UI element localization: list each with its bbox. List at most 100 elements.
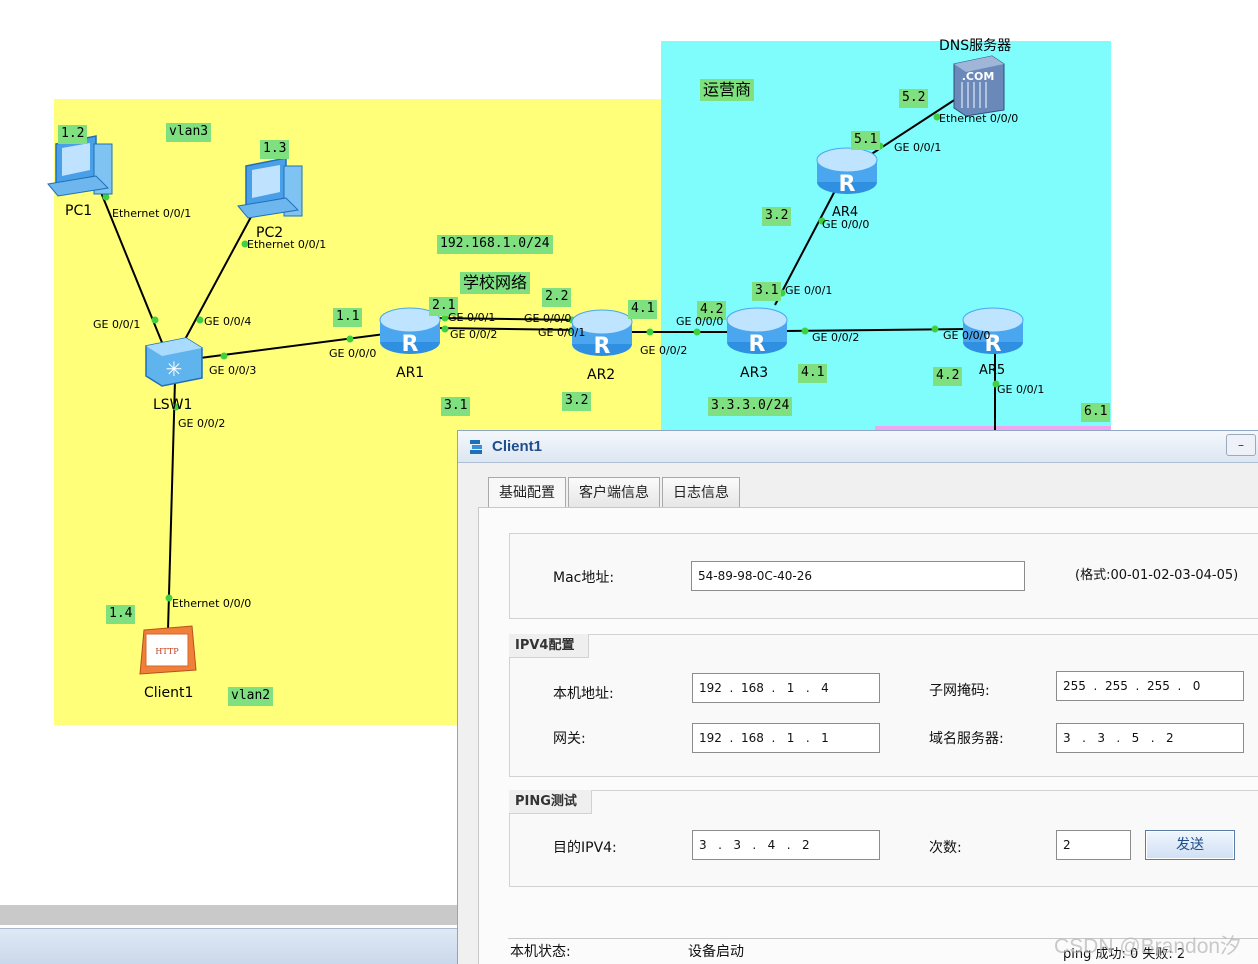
tab-log-info[interactable]: 日志信息: [662, 477, 740, 507]
ip-tag-ar1-left: 1.1: [333, 308, 363, 327]
router-ar5-icon[interactable]: R: [962, 307, 1024, 357]
ip-tag-ar2-bottom: 3.2: [562, 392, 592, 411]
canvas-footer-bar: [0, 928, 457, 964]
if-lsw-ge4: GE 0/0/4: [204, 315, 252, 328]
if-ar5-ge0: GE 0/0/0: [943, 329, 991, 342]
ip-tag-ar3-bottom: 4.1: [798, 364, 828, 383]
ipv4-section-title: IPV4配置: [509, 634, 590, 658]
if-lsw-ge2: GE 0/0/2: [178, 417, 226, 430]
ar3-label: AR3: [740, 365, 769, 381]
tab-client-info[interactable]: 客户端信息: [568, 477, 660, 507]
if-ar4-ge1: GE 0/0/1: [894, 141, 942, 154]
link-ar4-dns: [869, 94, 963, 156]
ping-target-label: 目的IPV4:: [553, 840, 617, 856]
ip-tag-ar4-top: 5.1: [851, 131, 881, 150]
ip-tag-client1: 1.4: [106, 605, 136, 624]
links: [99, 94, 996, 631]
pc1-label: PC1: [65, 203, 93, 219]
if-ar3-ge2: GE 0/0/2: [812, 331, 860, 344]
ping-target-input[interactable]: 3 . 3 . 4 . 2: [692, 830, 880, 860]
pc2-icon[interactable]: [237, 157, 303, 219]
ar5-label: AR5: [979, 363, 1006, 378]
ip-tag-ar5-right: 6.1: [1081, 403, 1111, 422]
ip-tag-ar5-left: 4.2: [933, 367, 963, 386]
dns-server-icon[interactable]: .COM: [953, 55, 1005, 117]
http-label: HTTP: [155, 647, 179, 656]
router-ar3-icon[interactable]: R: [726, 307, 788, 357]
isp-zone-label: 运营商: [700, 79, 755, 102]
ip-tag-ar3-top: 3.1: [752, 282, 782, 301]
router-ar1-letter: R: [402, 332, 419, 357]
if-ar1-ge2: GE 0/0/2: [450, 328, 498, 341]
ip-tag-ar4-bottom: 3.2: [762, 207, 792, 226]
if-ar2-ge2: GE 0/0/2: [640, 344, 688, 357]
if-ar5-ge1: GE 0/0/1: [997, 383, 1045, 396]
ar2-label: AR2: [587, 367, 616, 383]
ip-tag-pc2: 1.3: [260, 140, 290, 159]
ip-tag-ar2-right: 4.1: [628, 300, 658, 319]
if-pc1-eth: Ethernet 0/0/1: [112, 207, 192, 220]
ping-count-label: 次数:: [929, 840, 962, 856]
ping-count-input[interactable]: 2: [1056, 830, 1131, 860]
lsw1-label: LSW1: [153, 397, 193, 413]
link-lsw-client: [167, 379, 176, 631]
mac-label: Mac地址:: [553, 570, 615, 586]
host-ip-input[interactable]: 192 . 168 . 1 . 4: [692, 673, 880, 703]
watermark: CSDN @Brandon汐: [1054, 935, 1242, 958]
router-ar2-icon[interactable]: R: [571, 309, 633, 359]
if-lsw-ge1: GE 0/0/1: [93, 318, 141, 331]
router-ar2-letter: R: [594, 334, 611, 359]
ip-tag-pc1: 1.2: [58, 125, 88, 144]
gateway-input[interactable]: 192 . 168 . 1 . 1: [692, 723, 880, 753]
if-ar3-ge1: GE 0/0/1: [785, 284, 833, 297]
if-client-eth: Ethernet 0/0/0: [172, 597, 252, 610]
school-zone-label: 学校网络: [460, 272, 531, 295]
ip-tag-ar3-left: 4.2: [697, 301, 727, 320]
link-pc2-lsw: [181, 214, 253, 346]
if-ar4-ge0: GE 0/0/0: [822, 218, 870, 231]
ar1-label: AR1: [396, 365, 425, 381]
dns-server-label: 域名服务器:: [929, 731, 1004, 747]
tab-basic-config[interactable]: 基础配置: [488, 477, 566, 507]
ip-tag-ar1-bottom: 3.1: [441, 397, 471, 416]
port-dots: [102, 113, 1000, 602]
subnet-mask-input[interactable]: 255 . 255 . 255 . 0: [1056, 671, 1244, 701]
host-ip-label: 本机地址:: [553, 686, 614, 702]
if-ar2-ge1: GE 0/0/1: [538, 326, 586, 339]
status-value: 设备启动: [688, 944, 744, 960]
dns-com-label: .COM: [962, 70, 995, 83]
ar4-label: AR4: [832, 205, 859, 220]
link-ar3-ar4: [774, 184, 839, 306]
client1-label: Client1: [144, 685, 194, 701]
window-title: Client1: [492, 438, 543, 455]
link-ar3-ar5: [784, 328, 971, 332]
http-client-icon[interactable]: HTTP: [139, 625, 197, 675]
pc1-icon[interactable]: [47, 135, 113, 197]
window-tabs: 基础配置 客户端信息 日志信息: [488, 477, 740, 507]
mac-input[interactable]: 54-89-98-0C-40-26: [691, 561, 1025, 591]
minimize-button[interactable]: –: [1226, 434, 1256, 456]
switch-icon[interactable]: ✳: [145, 337, 203, 387]
isp-zone: [661, 41, 1111, 430]
canvas-scrollbar[interactable]: [0, 905, 457, 925]
dns-server-input[interactable]: 3 . 3 . 5 . 2: [1056, 723, 1244, 753]
pc2-label: PC2: [256, 225, 284, 241]
router-ar4-letter: R: [839, 172, 856, 197]
ip-tag-ar2-left: 2.2: [542, 288, 572, 307]
link-ar1-ar2-a: [434, 317, 581, 321]
vlan2-label: vlan2: [228, 687, 274, 706]
link-lsw-ar1: [199, 333, 386, 359]
vlan3-label: vlan3: [166, 123, 212, 142]
send-button[interactable]: 发送: [1145, 830, 1235, 860]
router-ar4-icon[interactable]: R: [816, 147, 878, 197]
if-ar1-ge0: GE 0/0/0: [329, 347, 377, 360]
router-ar5-letter: R: [985, 332, 1002, 357]
window-titlebar[interactable]: Client1: [458, 431, 1258, 463]
router-ar3-letter: R: [749, 332, 766, 357]
link-ar1-ar2-b: [434, 327, 581, 331]
if-lsw-ge3: GE 0/0/3: [209, 364, 257, 377]
router-ar1-icon[interactable]: R: [379, 307, 441, 357]
status-row: 本机状态: 设备启动 ping 成功: 0 失败: 2: [508, 938, 1258, 964]
